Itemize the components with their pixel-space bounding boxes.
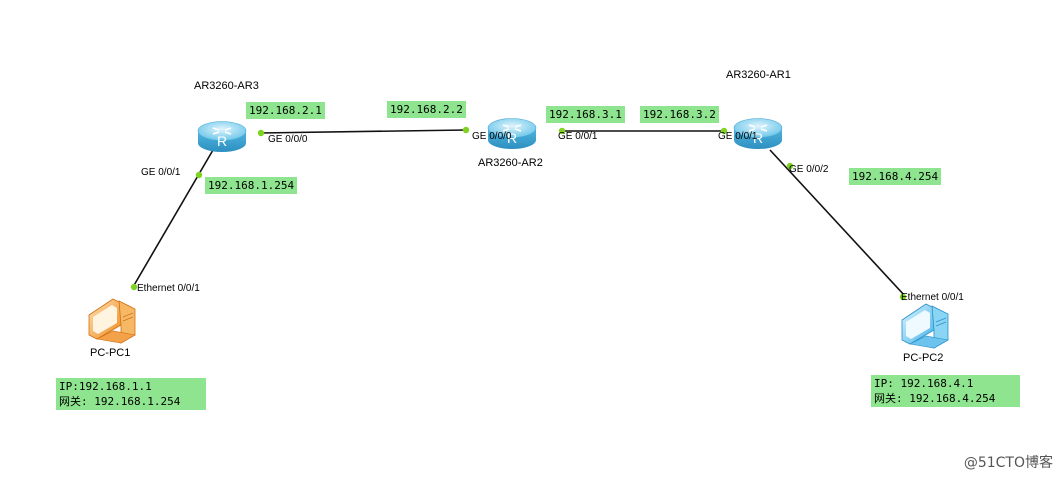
router-ar2-name: AR3260-AR2	[478, 157, 543, 169]
port-label-ar3-ge001: GE 0/0/1	[141, 167, 181, 178]
port-label-ar2-ge000: GE 0/0/0	[472, 131, 512, 142]
router-ar1-name: AR3260-AR1	[726, 69, 791, 81]
ip-label-ar1-ge002: 192.168.4.254	[849, 168, 942, 185]
router-ar2-icon[interactable]: R	[487, 118, 537, 150]
port-label-ar2-ge001: GE 0/0/1	[558, 131, 598, 142]
router-ar1-icon[interactable]: R	[733, 118, 783, 150]
ip-label-ar3-ge001: 192.168.1.254	[205, 177, 298, 194]
pc1-ip-line: IP:192.168.1.1	[59, 380, 152, 393]
router-ar2-letter: R	[507, 130, 517, 146]
port-label-ar1-ge002: GE 0/0/2	[789, 164, 829, 175]
pc1-icon[interactable]	[88, 298, 136, 344]
pc2-name: PC-PC2	[903, 352, 944, 364]
link-ar3-ar2	[259, 129, 467, 134]
port-dot-pc1-eth	[130, 283, 138, 291]
pc1-gateway-line: 网关: 192.168.1.254	[59, 395, 181, 408]
port-label-pc1-eth: Ethernet 0/0/1	[137, 283, 200, 294]
port-dot-ar1-ge001	[720, 127, 728, 135]
pc1-address-block: IP:192.168.1.1 网关: 192.168.1.254	[56, 378, 206, 410]
router-ar3-name: AR3260-AR3	[194, 80, 259, 92]
port-dot-pc2-eth	[899, 293, 907, 301]
port-dot-ar1-ge002	[786, 162, 794, 170]
pc2-gateway-line: 网关: 192.168.4.254	[874, 392, 996, 405]
port-label-pc2-eth: Ethernet 0/0/1	[901, 292, 964, 303]
link-ar1-pc2	[769, 149, 906, 297]
ip-label-ar3-ge000: 192.168.2.1	[246, 102, 325, 119]
router-ar1-letter: R	[753, 130, 763, 146]
port-label-ar3-ge000: GE 0/0/0	[268, 134, 308, 145]
port-dot-ar3-ge001	[195, 171, 203, 179]
pc1-name: PC-PC1	[90, 347, 131, 359]
pc2-icon[interactable]	[901, 303, 949, 349]
port-dot-ar3-ge000	[257, 129, 265, 137]
router-ar3-icon[interactable]: R	[197, 121, 247, 153]
watermark: @51CTO博客	[963, 455, 1053, 471]
ip-label-ar1-ge001: 192.168.3.2	[640, 106, 719, 123]
pc2-address-block: IP: 192.168.4.1 网关: 192.168.4.254	[871, 375, 1020, 407]
port-dot-ar2-ge001	[558, 127, 566, 135]
router-ar3-letter: R	[217, 133, 227, 149]
port-dot-ar2-ge000	[462, 126, 470, 134]
port-label-ar1-ge001: GE 0/0/1	[718, 131, 758, 142]
ip-label-ar2-ge000: 192.168.2.2	[387, 101, 466, 118]
pc2-ip-line: IP: 192.168.4.1	[874, 377, 974, 390]
ip-label-ar2-ge001: 192.168.3.1	[546, 106, 625, 123]
